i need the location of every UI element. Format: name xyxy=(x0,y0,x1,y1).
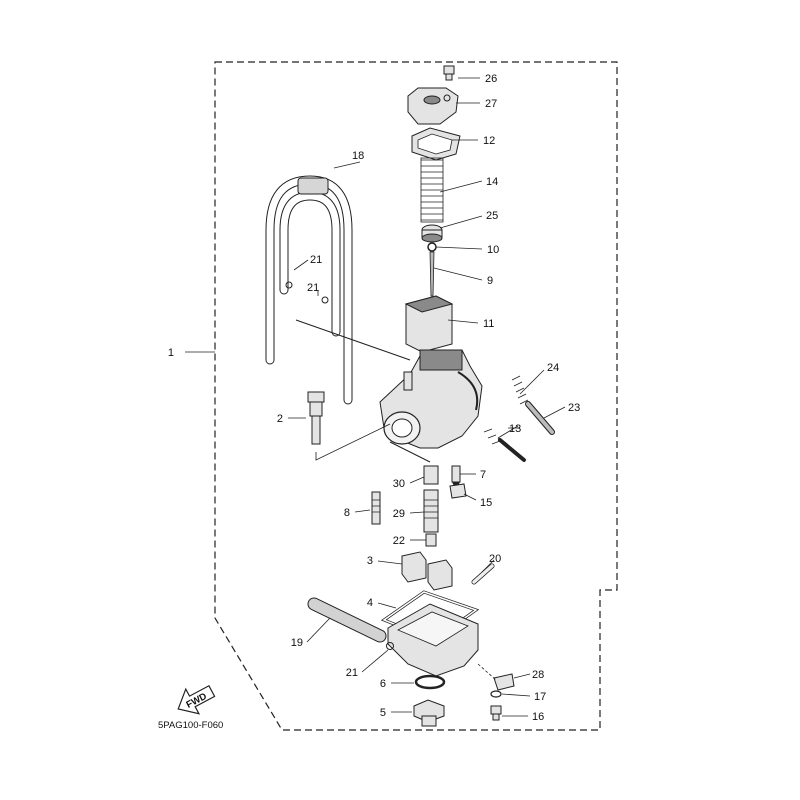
callout-21-middle: 21 xyxy=(307,282,319,294)
callout-8: 8 xyxy=(344,507,350,519)
drain-plug-part xyxy=(413,699,445,727)
callout-7: 7 xyxy=(480,469,486,481)
callout-16: 16 xyxy=(532,711,544,723)
callout-22: 22 xyxy=(393,535,405,547)
callout-20: 20 xyxy=(489,553,501,565)
bracket-screw-part xyxy=(490,705,502,721)
callout-25: 25 xyxy=(486,210,498,222)
throttle-stop-spring-part xyxy=(511,375,529,405)
callout-27: 27 xyxy=(485,98,497,110)
needle-clip-plate-part xyxy=(449,483,467,499)
callout-23: 23 xyxy=(568,402,580,414)
assembly-boundary xyxy=(214,61,618,731)
callout-21-top: 21 xyxy=(310,254,322,266)
callout-5: 5 xyxy=(380,707,386,719)
top-cap-part xyxy=(407,87,459,125)
needle-holder-part xyxy=(421,224,443,243)
throttle-valve-part xyxy=(404,295,454,353)
hose-clamp-part xyxy=(386,642,394,650)
callout-28: 28 xyxy=(532,669,544,681)
main-jet-holder-part xyxy=(423,489,439,533)
callout-6: 6 xyxy=(380,678,386,690)
bracket-part xyxy=(477,663,515,691)
callout-18: 18 xyxy=(352,150,364,162)
main-jet-part xyxy=(425,533,437,547)
cap-screw-part xyxy=(443,65,455,81)
callout-24: 24 xyxy=(547,362,559,374)
callout-1: 1 xyxy=(168,347,174,359)
callout-21-bottom: 21 xyxy=(346,667,358,679)
throttle-spring-part xyxy=(420,157,444,223)
callout-17: 17 xyxy=(534,691,546,703)
drain-hose-part xyxy=(307,597,387,643)
cap-gasket-part xyxy=(411,127,461,161)
washer-part xyxy=(490,690,502,698)
hose-clip-part xyxy=(285,281,329,304)
throttle-stop-screw-part xyxy=(525,401,555,435)
callout-4: 4 xyxy=(367,597,373,609)
needle-jet-holder-part xyxy=(423,465,439,485)
callout-10: 10 xyxy=(487,244,499,256)
drawing-code: 5PAG100-F060 xyxy=(158,720,223,731)
callout-3: 3 xyxy=(367,555,373,567)
pilot-jet-part xyxy=(371,491,381,525)
needle-clip-part xyxy=(427,242,437,252)
float-chamber-part xyxy=(387,603,479,677)
callout-14: 14 xyxy=(486,176,498,188)
callout-9: 9 xyxy=(487,275,493,287)
fwd-arrow-icon: FWD xyxy=(177,684,216,715)
starter-plunger-part xyxy=(307,391,391,461)
callout-12: 12 xyxy=(483,135,495,147)
callout-30: 30 xyxy=(393,478,405,490)
float-part xyxy=(401,551,453,591)
o-ring-part xyxy=(414,674,446,690)
float-pin-part xyxy=(471,563,495,585)
callout-29: 29 xyxy=(393,508,405,520)
callout-2: 2 xyxy=(277,413,283,425)
callout-15: 15 xyxy=(480,497,492,509)
vent-hose-part xyxy=(265,175,411,405)
jet-needle-part xyxy=(429,251,435,297)
callout-11: 11 xyxy=(483,318,494,330)
carburetor-body-part xyxy=(379,349,483,463)
callout-26: 26 xyxy=(485,73,497,85)
callout-19: 19 xyxy=(291,637,303,649)
callout-13: 13 xyxy=(509,423,521,435)
leader-lines xyxy=(185,77,566,717)
